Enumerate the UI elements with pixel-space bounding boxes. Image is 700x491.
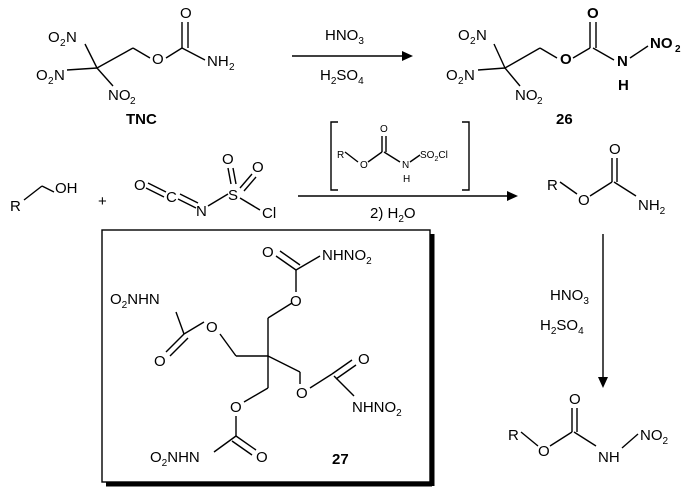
svg-text:NH: NH <box>598 449 620 466</box>
down-reaction-arrow: HNO3 H2SO4 <box>540 234 608 388</box>
svg-text:2: 2 <box>458 76 464 87</box>
svg-text:N: N <box>476 27 487 44</box>
step-2-water: 2) H2O <box>370 205 416 225</box>
svg-text:O: O <box>360 160 368 171</box>
svg-text:NH2: NH2 <box>638 197 666 217</box>
svg-text:O: O <box>296 385 308 402</box>
svg-text:O: O <box>560 51 572 68</box>
svg-text:SO2Cl: SO2Cl <box>420 150 448 163</box>
svg-text:NO: NO <box>108 87 131 104</box>
tnc-label: TNC <box>126 111 157 128</box>
svg-text:R: R <box>547 177 558 194</box>
svg-text:O: O <box>206 319 218 336</box>
svg-text:2: 2 <box>675 44 681 55</box>
svg-text:O: O <box>152 51 164 68</box>
svg-text:O: O <box>358 351 370 368</box>
svg-text:O: O <box>609 141 621 158</box>
svg-text:R: R <box>337 150 344 161</box>
svg-text:O: O <box>256 449 268 466</box>
svg-text:O2NHN: O2NHN <box>150 449 200 469</box>
svg-text:2: 2 <box>60 38 66 49</box>
svg-text:Cl: Cl <box>262 205 276 222</box>
svg-text:NH: NH <box>207 53 229 70</box>
svg-text:O: O <box>578 192 590 209</box>
svg-text:O: O <box>154 353 166 370</box>
svg-text:O: O <box>458 27 470 44</box>
top-reagent-h2so4: H2SO4 <box>320 67 364 87</box>
svg-text:O: O <box>587 5 599 22</box>
nitrocarbamate-product: R O O NH NO2 <box>508 391 669 466</box>
svg-text:O: O <box>180 5 192 22</box>
svg-text:2: 2 <box>470 36 476 47</box>
svg-text:S: S <box>228 187 238 204</box>
svg-text:O: O <box>446 67 458 84</box>
compound-26-label: 26 <box>556 111 573 128</box>
compound-27-box <box>101 229 435 487</box>
bottom-reagent-h2so4: H2SO4 <box>540 317 584 337</box>
svg-text:H: H <box>618 77 629 94</box>
carbamate-product: R O O NH2 <box>547 141 666 217</box>
compound-27-structure: O O NHNO2 O O2NHN O O O NHNO2 O O O2NHN <box>110 244 402 469</box>
svg-text:O2NHN: O2NHN <box>110 291 160 311</box>
intermediate-bracket: R O O N H SO2Cl <box>330 121 470 191</box>
svg-text:NHNO2: NHNO2 <box>322 247 372 267</box>
svg-text:O: O <box>230 399 242 416</box>
svg-text:N: N <box>66 29 77 46</box>
svg-text:N: N <box>402 160 409 171</box>
svg-text:O: O <box>222 151 234 168</box>
svg-text:O: O <box>538 443 550 460</box>
top-reaction-arrow: HNO3 H2SO4 <box>292 27 413 87</box>
svg-text:NO: NO <box>515 87 538 104</box>
svg-text:O: O <box>134 177 146 194</box>
svg-text:H: H <box>403 174 410 185</box>
svg-text:O: O <box>290 293 302 310</box>
top-reagent-hno3: HNO3 <box>325 27 364 47</box>
svg-text:NO: NO <box>650 35 673 52</box>
plus-sign: + <box>98 193 107 210</box>
svg-text:O: O <box>48 29 60 46</box>
compound-27-label: 27 <box>332 451 349 468</box>
svg-text:N: N <box>617 53 628 70</box>
svg-text:N: N <box>196 203 207 220</box>
svg-text:2: 2 <box>130 96 136 107</box>
svg-text:NO2: NO2 <box>640 427 669 447</box>
svg-text:R: R <box>10 198 21 215</box>
svg-text:O: O <box>262 244 274 261</box>
bottom-reagent-hno3: HNO3 <box>550 287 589 307</box>
svg-text:N: N <box>464 67 475 84</box>
svg-text:2: 2 <box>229 62 235 73</box>
svg-text:O: O <box>252 159 264 176</box>
middle-reaction-arrow: 2) H2O <box>298 191 518 225</box>
svg-text:O: O <box>36 67 48 84</box>
svg-text:O: O <box>569 391 581 408</box>
svg-text:R: R <box>508 427 519 444</box>
alcohol-structure: R OH <box>10 180 78 215</box>
svg-text:NHNO2: NHNO2 <box>352 399 402 419</box>
csi-structure: O C N S O O Cl <box>134 151 276 222</box>
svg-text:N: N <box>54 67 65 84</box>
svg-text:OH: OH <box>55 180 78 197</box>
svg-text:O: O <box>380 124 388 135</box>
svg-text:C: C <box>166 189 177 206</box>
svg-text:2: 2 <box>537 96 543 107</box>
svg-text:2: 2 <box>48 76 54 87</box>
